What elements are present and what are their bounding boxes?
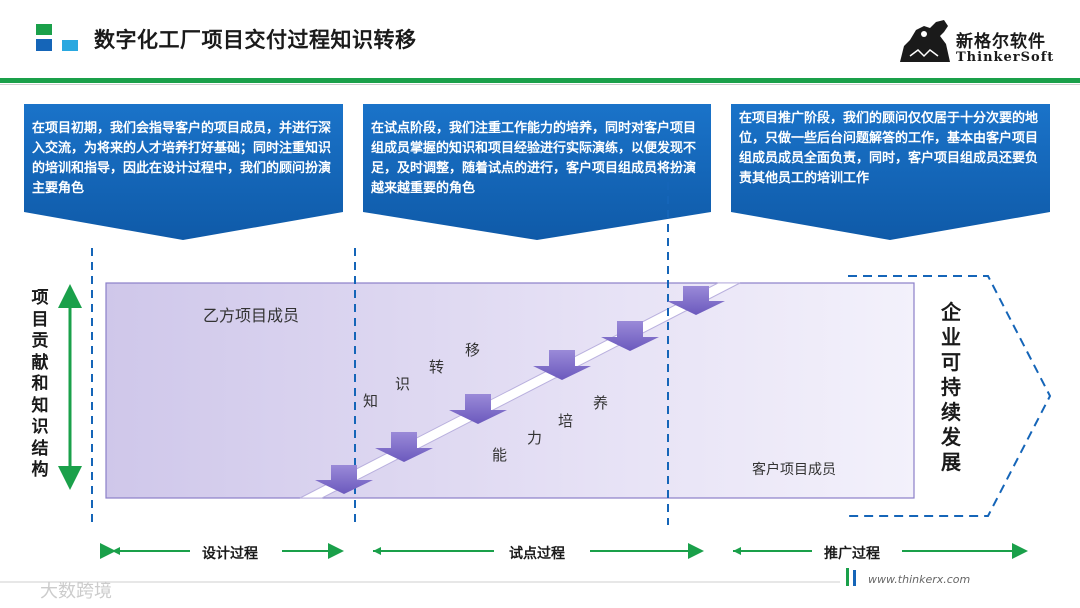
callout-box-pilot bbox=[363, 104, 711, 240]
header-rule-thin bbox=[0, 84, 1080, 85]
ability-char: 能 bbox=[492, 446, 508, 464]
footer-bar-blue bbox=[853, 570, 856, 586]
gorilla-logo-icon bbox=[900, 20, 950, 62]
logo-square-cyan-right bbox=[62, 40, 78, 51]
knowledge-char: 识 bbox=[395, 375, 411, 393]
top-party-label: 乙方项目成员 bbox=[203, 306, 300, 325]
footer-bar-green bbox=[846, 568, 849, 586]
callout-text-design: 在项目初期，我们会指导客户的项目成员，并进行深入交流，为将来的人才培养打好基础；… bbox=[32, 121, 332, 196]
logo-square-blue-left bbox=[36, 39, 52, 51]
knowledge-char: 移 bbox=[465, 341, 481, 359]
down-arrow-4 bbox=[533, 350, 591, 380]
watermark-text: 大数跨境 bbox=[40, 581, 112, 602]
page-title: 数字化工厂项目交付过程知识转移 bbox=[94, 28, 417, 52]
logo-square-green-top bbox=[36, 24, 52, 35]
bottom-party-label: 客户项目成员 bbox=[752, 462, 836, 478]
left-axis-label: 项目贡献和知识结构 bbox=[31, 288, 49, 480]
down-arrow-6 bbox=[667, 286, 725, 315]
down-arrow-2 bbox=[375, 432, 433, 462]
phase-label-rollout: 推广过程 bbox=[824, 546, 880, 562]
ability-char: 养 bbox=[593, 394, 609, 412]
sustainability-label: 企业可持续发展 bbox=[941, 300, 961, 474]
down-arrow-3 bbox=[449, 394, 507, 424]
phase-label-design: 设计过程 bbox=[202, 546, 258, 562]
callout-text-pilot: 在试点阶段，我们注重工作能力的培养，同时对客户项目组成员掌握的知识和项目经验进行… bbox=[371, 121, 697, 196]
header-rule bbox=[0, 78, 1080, 83]
ability-char: 力 bbox=[527, 429, 543, 447]
sustainability-chevron bbox=[848, 275, 1052, 517]
phase-label-pilot: 试点过程 bbox=[509, 546, 565, 562]
callout-box-rollout bbox=[731, 104, 1050, 240]
callout-text-rollout: 在项目推广阶段，我们的顾问仅仅居于十分次要的地位，只做一些后台问题解答的工作，基… bbox=[739, 111, 1039, 186]
down-arrow-1 bbox=[315, 465, 373, 494]
knowledge-char: 知 bbox=[363, 392, 379, 410]
down-arrow-5 bbox=[601, 321, 659, 351]
footer-url: www.thinkerx.com bbox=[868, 573, 971, 586]
transfer-arrows bbox=[315, 286, 725, 494]
knowledge-char: 转 bbox=[429, 358, 445, 376]
ability-char: 培 bbox=[558, 412, 574, 430]
company-name-en: ThinkerSoft bbox=[956, 50, 1055, 65]
company-name-cn: 新格尔软件 bbox=[956, 32, 1046, 52]
callout-box-design bbox=[24, 104, 343, 240]
